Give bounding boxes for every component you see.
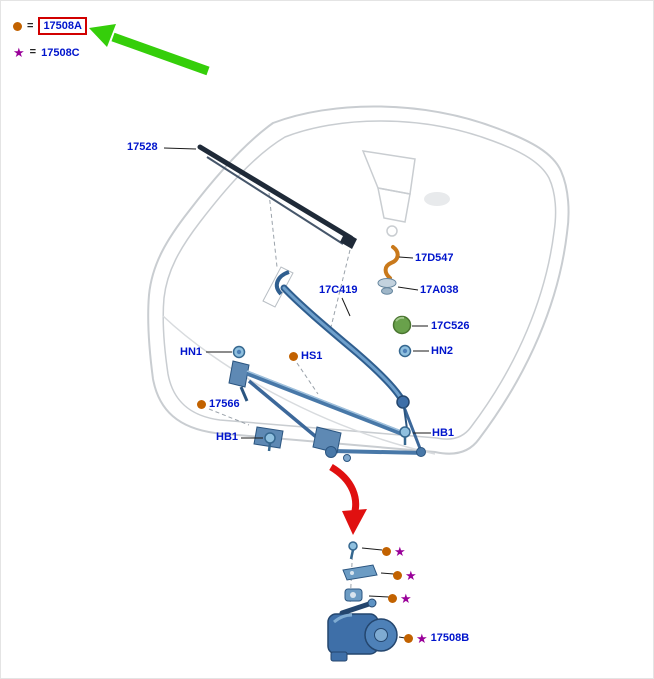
orange-dot-icon — [13, 21, 22, 31]
bolt-hb1-left-art — [264, 432, 276, 452]
part-label-17566-row: 17566 — [197, 397, 240, 411]
part-label-HN1[interactable]: HN1 — [180, 346, 203, 358]
part-label-17D547[interactable]: 17D547 — [415, 252, 454, 264]
part-label-17566[interactable]: 17566 — [209, 397, 240, 410]
orange-dot-icon — [289, 351, 298, 361]
purple-star-icon: ★ — [13, 45, 25, 60]
motor-assembly-art — [327, 541, 398, 662]
part-label-HS1-row: HS1 — [289, 349, 322, 363]
green-arrow — [89, 24, 210, 76]
nut-hn2-art — [398, 344, 412, 358]
part-label-17C526[interactable]: 17C526 — [431, 320, 470, 332]
legend-part-17508A[interactable]: 17508A — [38, 17, 87, 35]
part-label-17C419[interactable]: 17C419 — [319, 284, 358, 296]
equals-sign: = — [29, 46, 37, 58]
grommet-part-art — [377, 278, 397, 295]
purple-star-icon: ★ — [405, 567, 417, 583]
equals-sign: = — [27, 19, 34, 32]
legend: = 17508A ★ = 17508C — [13, 17, 87, 59]
bolt-hb1-right-art — [399, 426, 411, 445]
part-label-HB1-right[interactable]: HB1 — [432, 427, 455, 439]
legend-row-17508A: = 17508A — [13, 17, 87, 35]
orange-dot-icon — [404, 633, 413, 643]
part-label-HS1[interactable]: HS1 — [301, 349, 323, 362]
orange-dot-icon — [197, 399, 206, 409]
cap-part-art — [392, 315, 412, 335]
orange-dot-icon — [382, 546, 391, 556]
part-label-17A038[interactable]: 17A038 — [420, 284, 459, 296]
orange-dot-icon — [388, 593, 397, 603]
part-label-HN2[interactable]: HN2 — [431, 345, 454, 357]
part-label-17508B[interactable]: 17508B — [430, 631, 470, 644]
wiper-linkage-art — [228, 360, 426, 462]
marker-pair-grommet: ★ — [388, 591, 412, 605]
red-arrow — [329, 463, 367, 535]
leader-lines — [163, 147, 431, 639]
part-label-17508B-row: ★ 17508B — [404, 631, 469, 645]
purple-star-icon: ★ — [400, 590, 412, 606]
nut-hn1-art — [232, 345, 246, 359]
purple-star-icon: ★ — [394, 543, 406, 559]
arm-hook-outline — [262, 266, 294, 308]
windshield-outline — [147, 105, 570, 455]
legend-row-17508C: ★ = 17508C — [13, 46, 87, 59]
wiper-blade-art — [197, 144, 357, 249]
purple-star-icon: ★ — [416, 630, 428, 646]
part-label-HB1-left[interactable]: HB1 — [216, 431, 239, 443]
hook-part-art — [383, 245, 400, 280]
legend-part-17508C[interactable]: 17508C — [41, 46, 80, 59]
marker-pair-bracket: ★ — [393, 568, 417, 582]
mirror-mount-sketch — [361, 150, 450, 237]
orange-dot-icon — [393, 570, 402, 580]
part-label-17528[interactable]: 17528 — [127, 141, 158, 153]
marker-pair-screw: ★ — [382, 544, 406, 558]
